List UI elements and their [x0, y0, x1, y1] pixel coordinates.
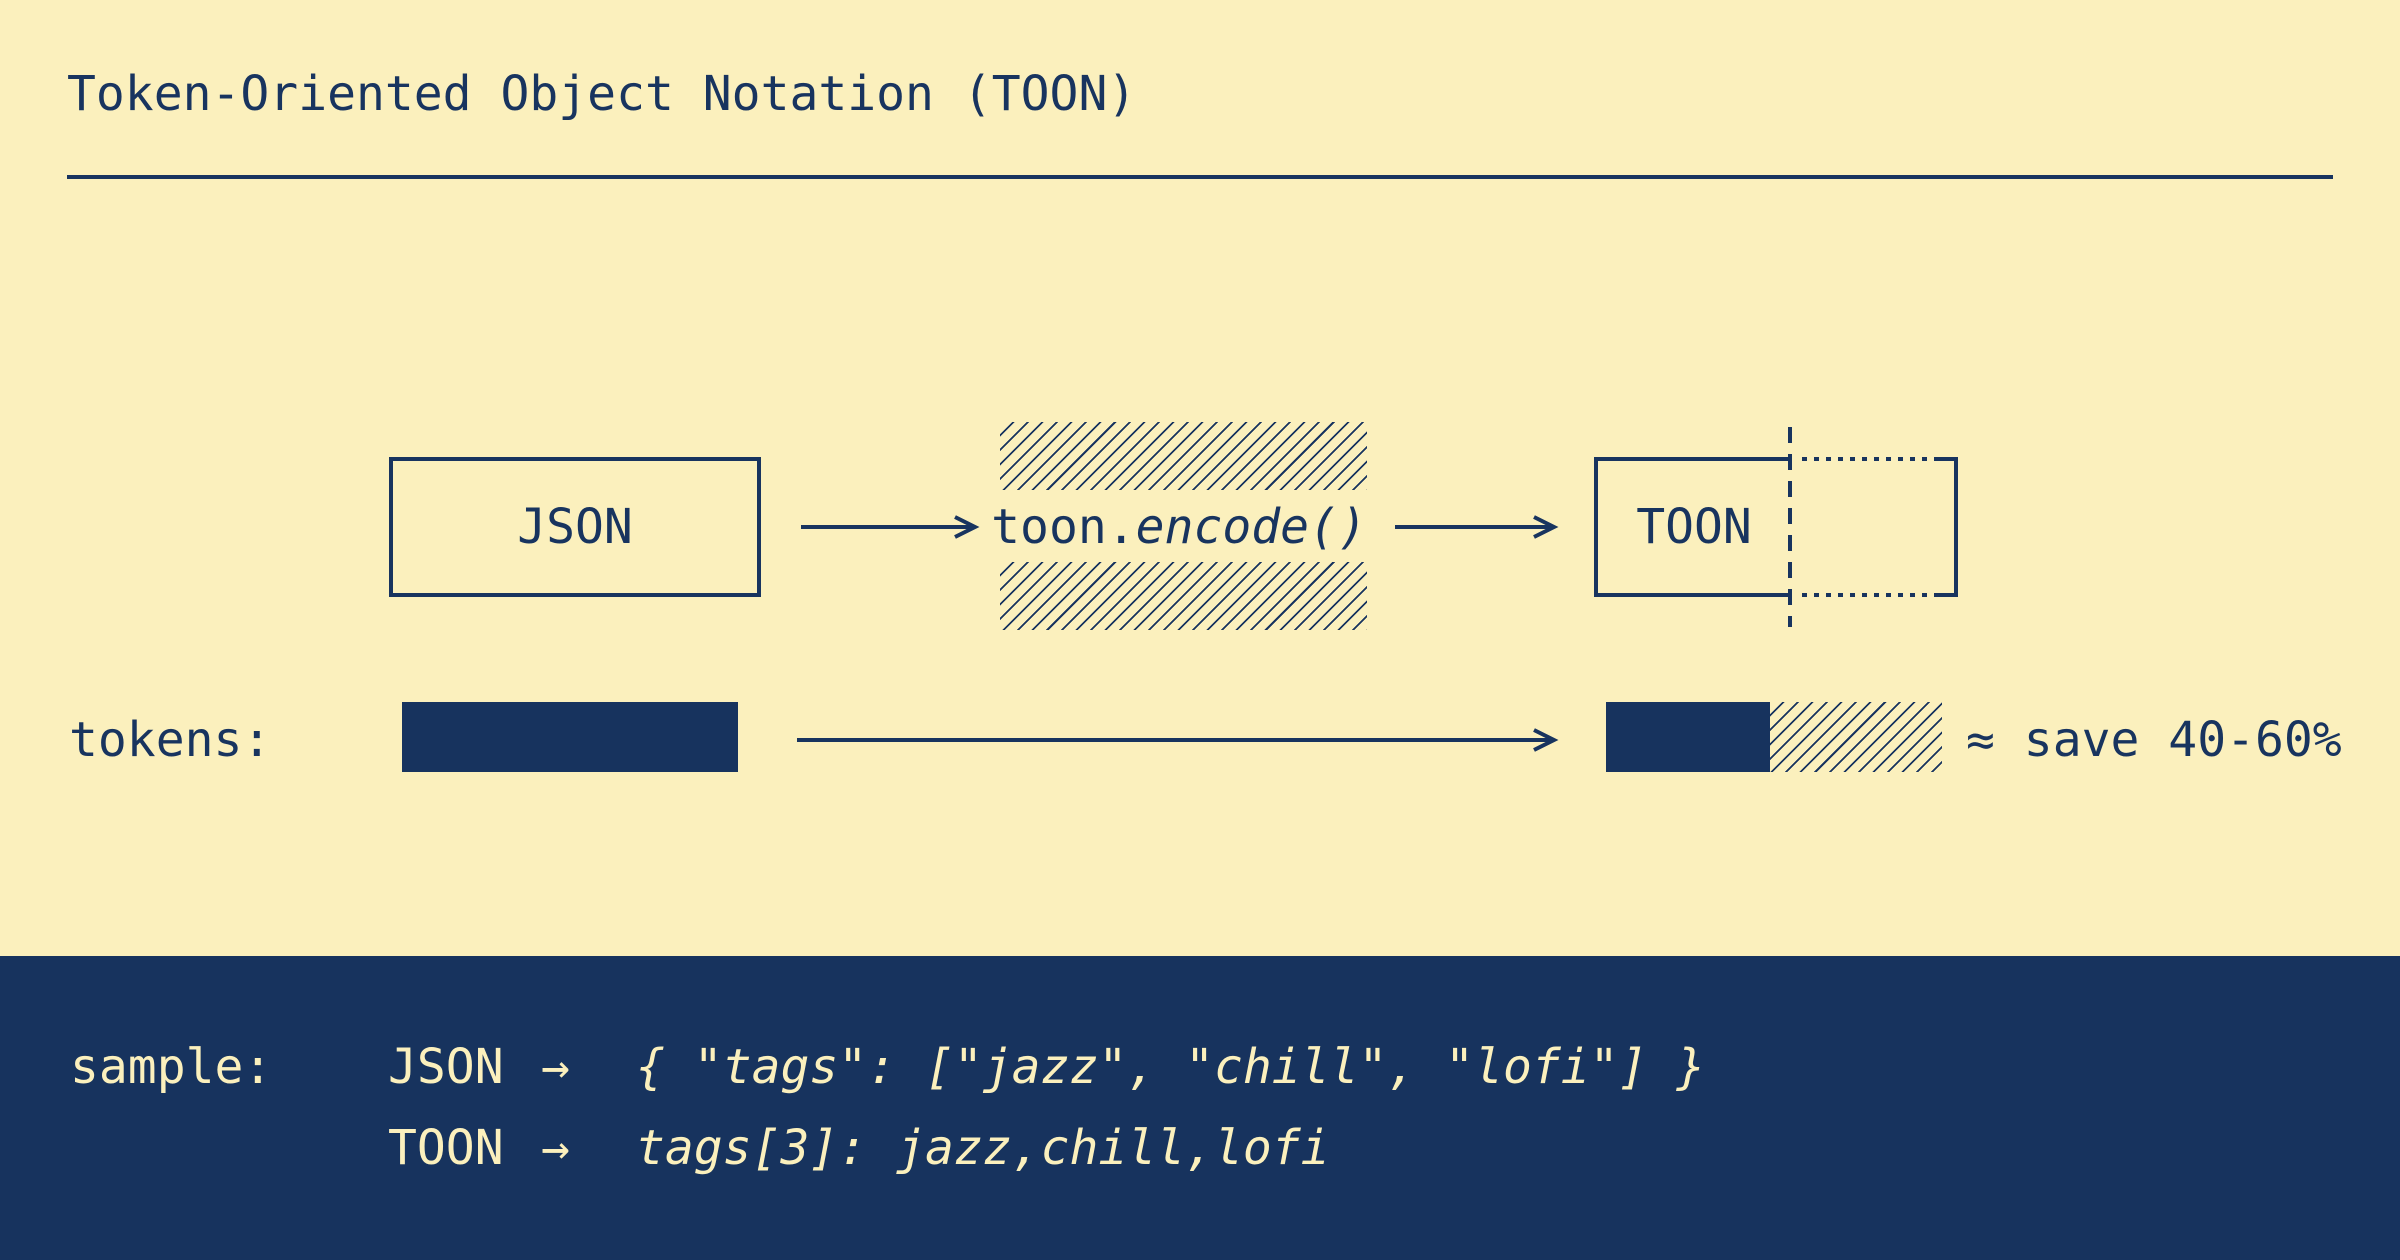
page-title: Token-Oriented Object Notation (TOON) [67, 66, 1137, 122]
sample-row-json-arrow: → [541, 1039, 570, 1095]
flow-arrow-encode-to-toon [1395, 515, 1559, 539]
savings-label: ≈ save 40-60% [1966, 712, 2342, 768]
toon-extension-right-bracket [1934, 457, 1958, 597]
json-tokens-bar [402, 702, 738, 772]
json-box-label: JSON [517, 499, 633, 555]
tokens-row-label: tokens: [69, 712, 272, 768]
encode-hatch-bottom [1000, 562, 1367, 630]
toon-box: TOON [1594, 457, 1790, 597]
flow-arrow-json-to-encode [801, 515, 980, 539]
encode-function-label: toon.encode() [989, 457, 1369, 597]
sample-label: sample: [70, 1039, 273, 1095]
encode-hatch-top [1000, 422, 1367, 490]
toon-box-label: TOON [1636, 499, 1752, 555]
title-divider [67, 175, 2333, 179]
sample-row-toon-format: TOON [388, 1120, 504, 1176]
sample-row-toon-arrow: → [541, 1120, 570, 1176]
sample-row-json-format: JSON [388, 1039, 504, 1095]
toon-tokens-bar-saved [1770, 702, 1942, 772]
json-box: JSON [389, 457, 761, 597]
encode-call: encode() [1135, 499, 1367, 555]
sample-row-json-content: { "tags": ["jazz", "chill", "lofi"] } [636, 1039, 1706, 1095]
encode-prefix: toon. [991, 499, 1136, 555]
tokens-arrow [797, 728, 1559, 752]
toon-tokens-bar [1606, 702, 1942, 772]
toon-tokens-bar-used [1606, 702, 1770, 772]
sample-row-toon-content: tags[3]: jazz,chill,lofi [636, 1120, 1330, 1176]
sample-section: sample: JSON → { "tags": ["jazz", "chill… [0, 956, 2400, 1260]
